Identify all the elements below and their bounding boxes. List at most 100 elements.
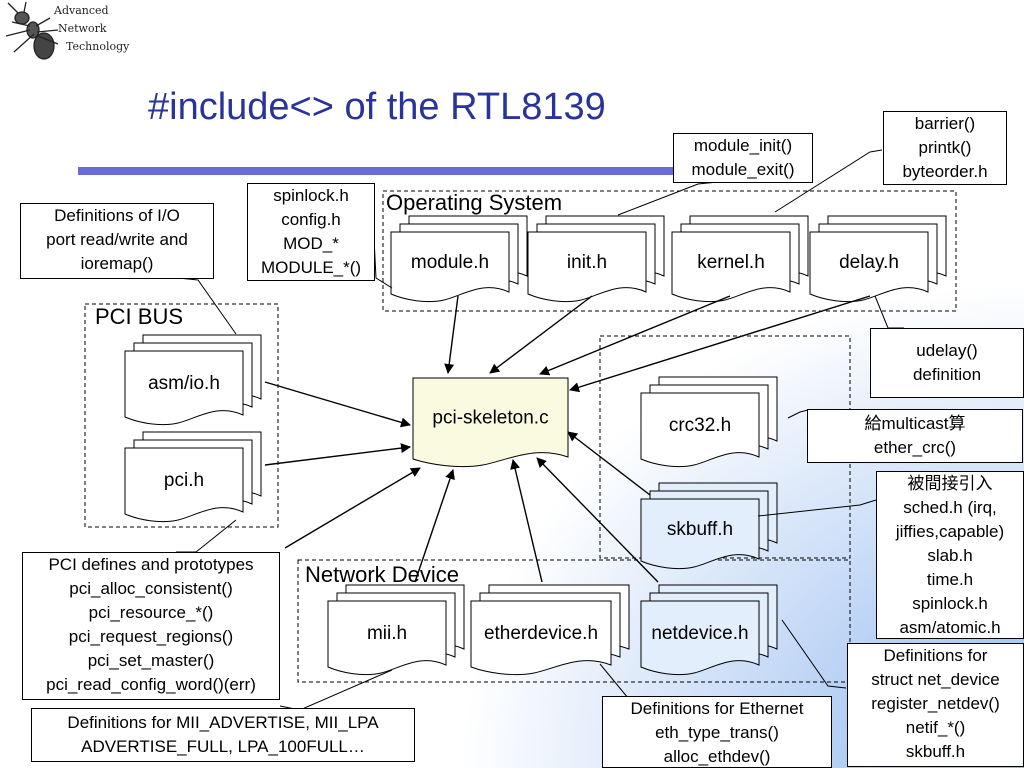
- file-sheet: [327, 600, 447, 676]
- file-mii: mii.h: [327, 584, 465, 676]
- callout-line: Definitions for MII_ADVERTISE, MII_LPA: [67, 713, 379, 732]
- leader-pci-defines: [176, 519, 237, 553]
- file-sheet: [640, 392, 760, 468]
- logo: Advanced Network Technology: [0, 0, 140, 70]
- title-underline: [78, 167, 810, 175]
- callout-line: ADVERTISE_FULL, LPA_100FULL…: [81, 737, 365, 756]
- ether-defs-callout: Definitions for Ethernet eth_type_trans(…: [602, 696, 832, 768]
- file-crc32: crc32.h: [640, 376, 778, 468]
- file-label: skbuff.h: [667, 519, 733, 540]
- logo-line-3: Technology: [66, 40, 130, 53]
- callout-line: definition: [912, 365, 982, 384]
- callout-line: asm/atomic.h: [899, 618, 1001, 637]
- arrow-asmio-to-skeleton: [264, 381, 411, 428]
- callout-line: module_exit(): [691, 160, 795, 179]
- callout-line: ether_crc(): [873, 438, 957, 457]
- callout-line: 被間接引入: [907, 474, 993, 493]
- file-netdevice: netdevice.h: [640, 584, 778, 676]
- arrow-pcidefines-to-skeleton: [284, 467, 421, 549]
- leader-barrier: [774, 149, 883, 213]
- multicast-callout: 給multicast算 ether_crc(): [807, 409, 1023, 463]
- callout-line: ioremap(): [80, 254, 154, 273]
- pci-bus-group-box: [84, 303, 279, 528]
- file-label: init.h: [567, 252, 607, 273]
- file-sheet: [412, 377, 569, 468]
- file-etherdevice: etherdevice.h: [470, 584, 630, 676]
- leader-multicast: [787, 409, 809, 419]
- callout-line: module_init(): [693, 136, 793, 155]
- file-skeleton: pci-skeleton.c: [412, 377, 569, 468]
- arrow-etherdevice-to-skeleton: [510, 459, 543, 583]
- file-label: pci-skeleton.c: [432, 408, 548, 429]
- leader-module-init: [617, 181, 719, 216]
- leader-mii-defs: [279, 669, 393, 711]
- pci-bus-group-label: PCI BUS: [95, 304, 184, 329]
- arrow-netdevice-to-skeleton: [536, 457, 659, 583]
- callout-line: skbuff.h: [905, 742, 966, 761]
- file-sheet: [124, 350, 244, 426]
- file-sheet: [640, 600, 760, 676]
- callout-line: udelay(): [916, 341, 978, 360]
- callout-line: barrier(): [914, 114, 976, 133]
- arrow-delay-to-skeleton: [569, 295, 871, 393]
- file-label: netdevice.h: [651, 623, 748, 644]
- callout-line: slab.h: [927, 546, 973, 565]
- os-group-box: [382, 190, 957, 312]
- file-label: etherdevice.h: [484, 623, 598, 644]
- spinlock-callout: spinlock.h config.h MOD_* MODULE_*(): [247, 183, 375, 281]
- network-device-group-label: Network Device: [305, 562, 460, 587]
- logo-line-1: Advanced: [54, 4, 109, 17]
- callout-line: register_netdev(): [871, 694, 1000, 713]
- network-device-group-box: [297, 559, 851, 683]
- file-sheet: [470, 600, 612, 676]
- arrow-kernel-to-skeleton: [539, 295, 731, 376]
- leader-io-defs: [177, 277, 237, 335]
- callout-line: Definitions for: [883, 646, 988, 665]
- callout-line: MODULE_*(): [260, 258, 362, 277]
- callout-line: alloc_ethdev(): [663, 747, 771, 766]
- callout-line: config.h: [281, 210, 341, 229]
- udelay-callout: udelay() definition: [870, 328, 1024, 398]
- slide-title: #include<> of the RTL8139: [148, 86, 606, 128]
- callout-line: pci_set_master(): [87, 651, 215, 670]
- netdev-defs-callout: Definitions for struct net_device regist…: [847, 643, 1024, 767]
- callout-line: spinlock.h: [912, 594, 988, 613]
- callout-line: MOD_*: [283, 234, 339, 253]
- callout-line: sched.h (irq,: [903, 498, 997, 517]
- callout-line: pci_read_config_word()(err): [46, 675, 256, 694]
- arrow-skbuff-to-skeleton: [567, 431, 651, 496]
- file-label: delay.h: [839, 252, 899, 273]
- callout-line: PCI defines and prototypes: [48, 555, 254, 574]
- file-sheet: [390, 231, 510, 303]
- file-delay: delay.h: [809, 215, 947, 303]
- file-kernel: kernel.h: [671, 215, 809, 303]
- callout-line: netif_*(): [905, 718, 966, 737]
- leader-udelay: [874, 295, 904, 329]
- callout-line: spinlock.h: [273, 186, 349, 205]
- logo-line-2: Network: [58, 22, 107, 35]
- file-sheet: [671, 231, 791, 303]
- file-skbuff: skbuff.h: [640, 482, 778, 570]
- file-label: kernel.h: [697, 252, 765, 273]
- file-module: module.h: [390, 215, 528, 303]
- callout-line: 給multicast算: [864, 414, 966, 433]
- callout-line: printk(): [918, 138, 972, 157]
- callout-line: pci_resource_*(): [88, 603, 214, 622]
- callout-line: byteorder.h: [902, 162, 988, 181]
- skbuff-includes-callout: 被間接引入 sched.h (irq, jiffies,capable) sla…: [876, 471, 1024, 639]
- io-defs-callout: Definitions of I/O port read/write and i…: [20, 203, 214, 279]
- arrow-mii-to-skeleton: [414, 469, 455, 583]
- callout-line: Definitions of I/O: [54, 206, 180, 225]
- callout-line: eth_type_trans(): [655, 723, 779, 742]
- mii-defs-callout: Definitions for MII_ADVERTISE, MII_LPA A…: [31, 708, 415, 762]
- leader-netdev-defs: [781, 619, 847, 689]
- arrow-pci-to-skeleton: [264, 443, 411, 466]
- file-sheet: [640, 498, 760, 570]
- file-pci: pci.h: [124, 431, 262, 523]
- callout-line: jiffies,capable): [895, 522, 1005, 541]
- file-asm-io: asm/io.h: [124, 334, 262, 426]
- arrow-init-to-skeleton: [489, 295, 593, 374]
- file-label: mii.h: [367, 623, 407, 644]
- callout-line: pci_request_regions(): [68, 627, 234, 646]
